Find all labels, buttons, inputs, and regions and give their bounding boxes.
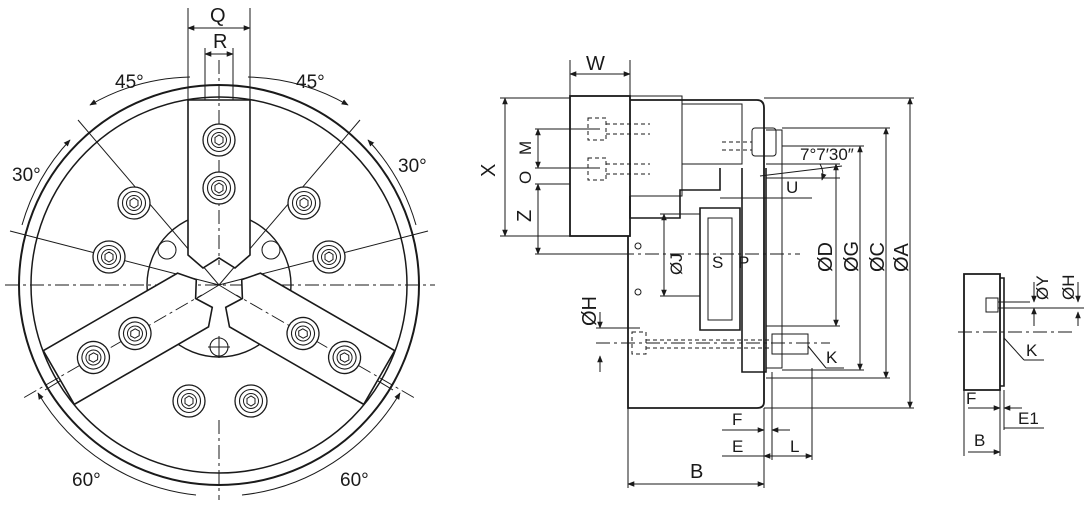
dim-label-p: P — [738, 253, 749, 272]
dim-label-g: ØG — [841, 241, 863, 272]
dim-label-l: L — [790, 437, 799, 456]
dim-label-m: M — [516, 141, 535, 155]
dim-label-o: O — [516, 171, 535, 184]
angle-label-mid-left: 30° — [12, 165, 41, 186]
detail-dim-label-y: ØY — [1033, 275, 1052, 300]
q-r-dimensions — [187, 8, 251, 100]
dim-label-s: S — [712, 253, 723, 272]
dim-label-a: ØA — [891, 242, 913, 272]
dim-label-f: F — [732, 410, 742, 429]
angle-label-mid-right: 30° — [398, 156, 427, 177]
side-view: W X M O Z 7°7′30″ U ØJ S P ØD — [478, 53, 914, 488]
dim-label-k: K — [826, 348, 838, 367]
angle-label-bottom-right: 60° — [340, 470, 369, 491]
angle-label-top-left: 45° — [115, 72, 144, 93]
dim-label-z: Z — [514, 210, 536, 222]
detail-dim-label-e1: E1 — [1018, 409, 1039, 428]
top-jaw — [187, 60, 251, 269]
bottom-right-jaw — [224, 272, 415, 406]
dim-label-j: ØJ — [667, 253, 686, 275]
detail-dim-label-f: F — [966, 389, 976, 408]
dim-label-w: W — [586, 53, 605, 75]
dim-label-u: U — [786, 178, 798, 197]
dim-label-x: X — [478, 164, 500, 177]
detail-dim-label-b: B — [974, 431, 985, 450]
dim-label-q: Q — [210, 5, 226, 27]
dim-label-e: E — [732, 437, 743, 456]
small-pins — [157, 240, 281, 358]
angle-label-bottom-left: 60° — [72, 470, 101, 491]
detail-view: ØY ØH K F E1 B — [958, 273, 1084, 456]
dim-label-b: B — [690, 461, 703, 483]
dim-label-h: ØH — [579, 296, 601, 326]
angle-label-top-right: 45° — [296, 72, 325, 93]
dim-label-angle: 7°7′30″ — [800, 145, 854, 164]
dim-label-c: ØC — [867, 242, 889, 272]
detail-dim-label-k: K — [1026, 341, 1038, 360]
dim-label-d: ØD — [815, 242, 837, 272]
dim-label-r: R — [213, 31, 227, 53]
detail-dim-label-h: ØH — [1059, 275, 1078, 301]
front-view: Q R 45° 45° 30° 30° 60° 60° — [5, 5, 435, 500]
bottom-left-jaw — [23, 272, 214, 406]
